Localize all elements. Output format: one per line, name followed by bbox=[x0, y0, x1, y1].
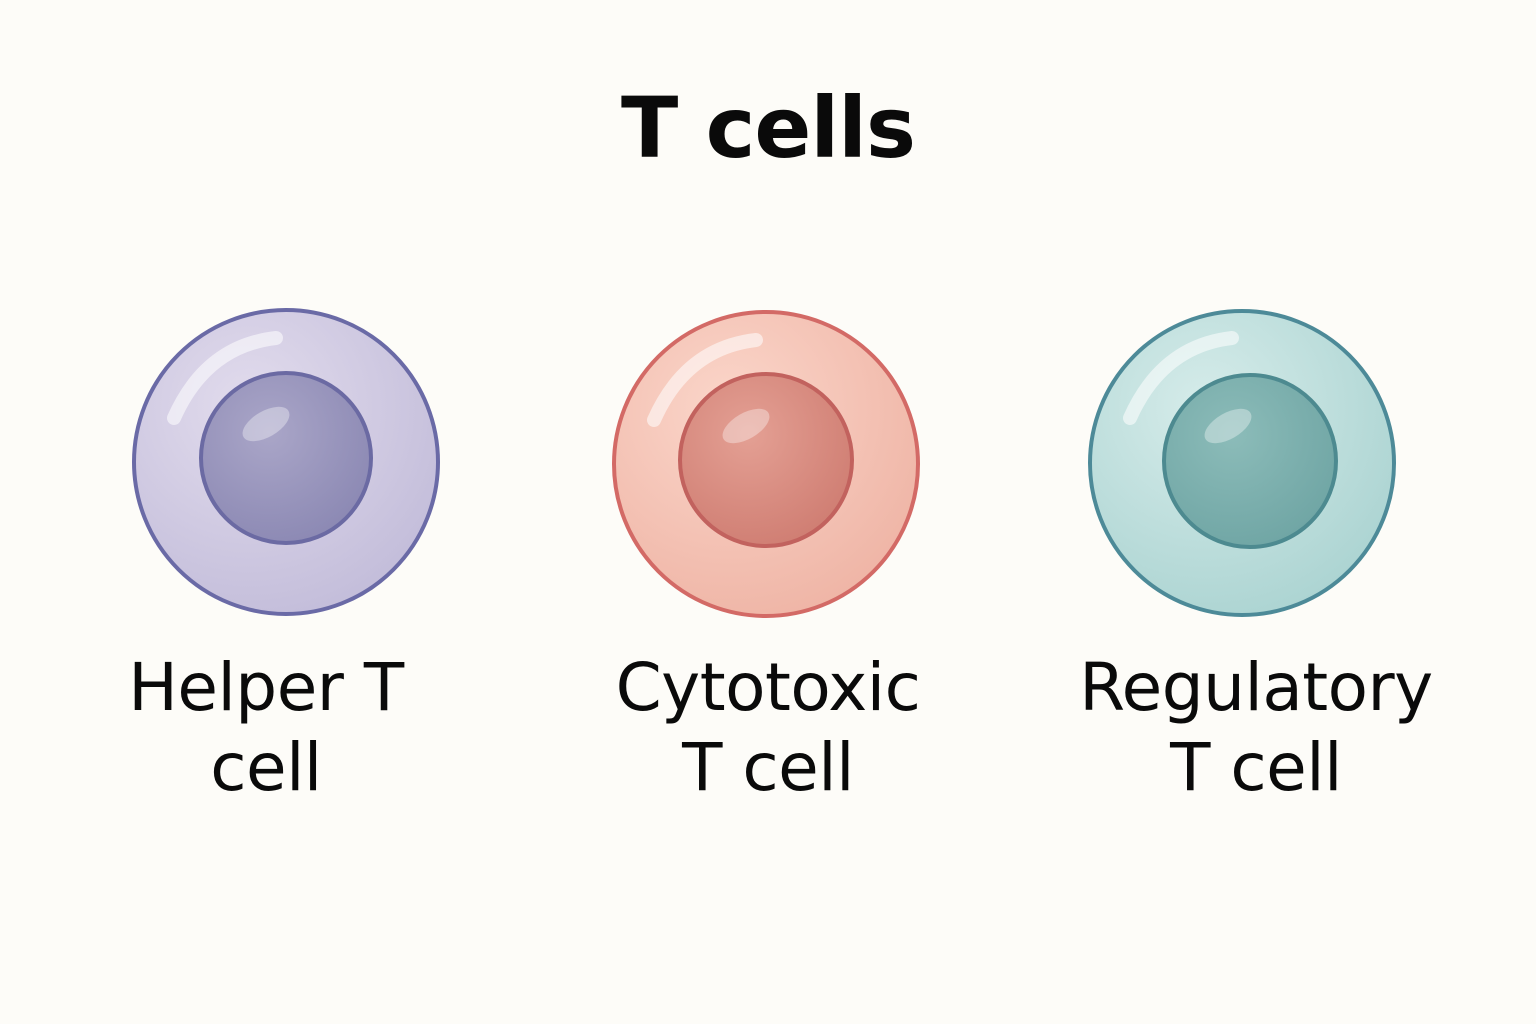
membrane-highlight bbox=[647, 333, 763, 427]
membrane-highlight bbox=[167, 331, 283, 425]
label-line-1: Cytotoxic bbox=[615, 649, 921, 726]
cell-nucleus bbox=[678, 372, 854, 548]
regulatory-t-cell-label: Regulatory T cell bbox=[1036, 648, 1476, 808]
helper-t-cell-icon bbox=[126, 306, 446, 626]
regulatory-t-cell-icon bbox=[1082, 306, 1402, 626]
nucleus-highlight bbox=[242, 406, 290, 442]
label-line-1: Helper T bbox=[128, 649, 404, 726]
label-line-2: cell bbox=[210, 729, 322, 806]
page-title: T cells bbox=[621, 79, 916, 177]
cell-nucleus bbox=[199, 371, 373, 545]
helper-t-cell-label: Helper T cell bbox=[46, 648, 486, 808]
cell-nucleus bbox=[1162, 373, 1338, 549]
nucleus-highlight bbox=[1204, 408, 1252, 444]
label-line-2: T cell bbox=[682, 729, 854, 806]
membrane-highlight bbox=[1123, 331, 1239, 425]
cytotoxic-t-cell-icon bbox=[606, 308, 926, 628]
label-line-2: T cell bbox=[1170, 729, 1342, 806]
label-line-1: Regulatory bbox=[1079, 649, 1433, 726]
nucleus-highlight bbox=[722, 408, 770, 444]
cytotoxic-t-cell-label: Cytotoxic T cell bbox=[548, 648, 988, 808]
